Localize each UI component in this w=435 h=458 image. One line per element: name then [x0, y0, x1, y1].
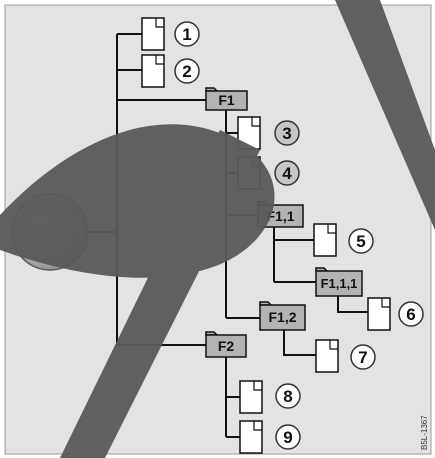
document-icon	[142, 18, 164, 50]
folder-f1-1-1: F1,1,1	[316, 268, 362, 296]
file-number-8: 8	[283, 387, 292, 406]
file-number-6: 6	[406, 305, 415, 324]
folder-label-f1-1-1: F1,1,1	[321, 276, 358, 291]
document-icon	[314, 224, 336, 256]
file-number-2: 2	[182, 62, 191, 81]
folder-label-f1-2: F1,2	[268, 309, 296, 325]
file-number-4: 4	[282, 164, 292, 183]
figure-code: B5L-1367	[420, 415, 429, 450]
folder-f2: F2	[206, 332, 246, 357]
document-icon	[240, 381, 262, 413]
file-number-1: 1	[182, 25, 191, 44]
folder-label-f1: F1	[218, 92, 235, 108]
document-icon	[316, 340, 338, 372]
file-number-9: 9	[283, 428, 292, 447]
document-icon	[142, 55, 164, 87]
document-icon	[368, 298, 390, 330]
folder-label-f2: F2	[218, 338, 235, 354]
file-number-3: 3	[282, 124, 291, 143]
document-icon	[240, 421, 262, 453]
file-number-5: 5	[356, 232, 365, 251]
folder-f1-2: F1,2	[260, 302, 305, 330]
file-number-7: 7	[358, 348, 367, 367]
folder-f1: F1	[206, 88, 247, 110]
